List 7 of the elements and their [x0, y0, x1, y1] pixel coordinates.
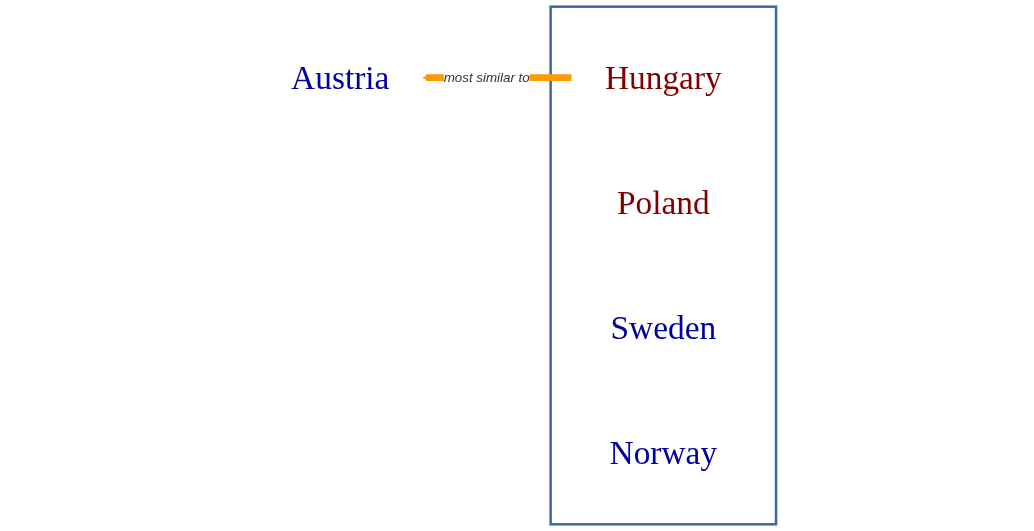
cluster	[549, 5, 778, 526]
node-text: Poland	[617, 183, 710, 222]
node-text: Norway	[609, 434, 718, 472]
node-text: Sweden	[610, 308, 717, 347]
edge-label: most similar to	[443, 70, 530, 85]
node-text: Hungary	[605, 58, 722, 97]
node-text: Austria	[291, 58, 390, 97]
